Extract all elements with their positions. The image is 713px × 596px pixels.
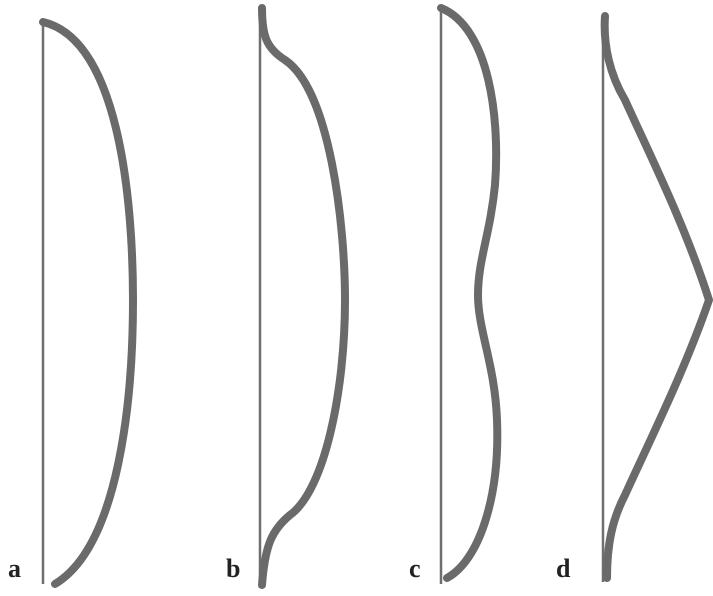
bow-d-limb: [605, 16, 709, 578]
bow-d: [603, 16, 709, 582]
bow-c-limb: [441, 8, 497, 578]
panel-label-d: d: [556, 556, 570, 582]
bow-a: [43, 22, 133, 584]
bow-c: [441, 8, 497, 584]
panel-label-a: a: [8, 556, 21, 582]
panel-label-b: b: [226, 556, 240, 582]
bow-b-limb: [262, 8, 345, 585]
bow-b: [260, 8, 345, 588]
bow-a-limb: [43, 22, 133, 584]
panel-label-c: c: [409, 556, 421, 582]
